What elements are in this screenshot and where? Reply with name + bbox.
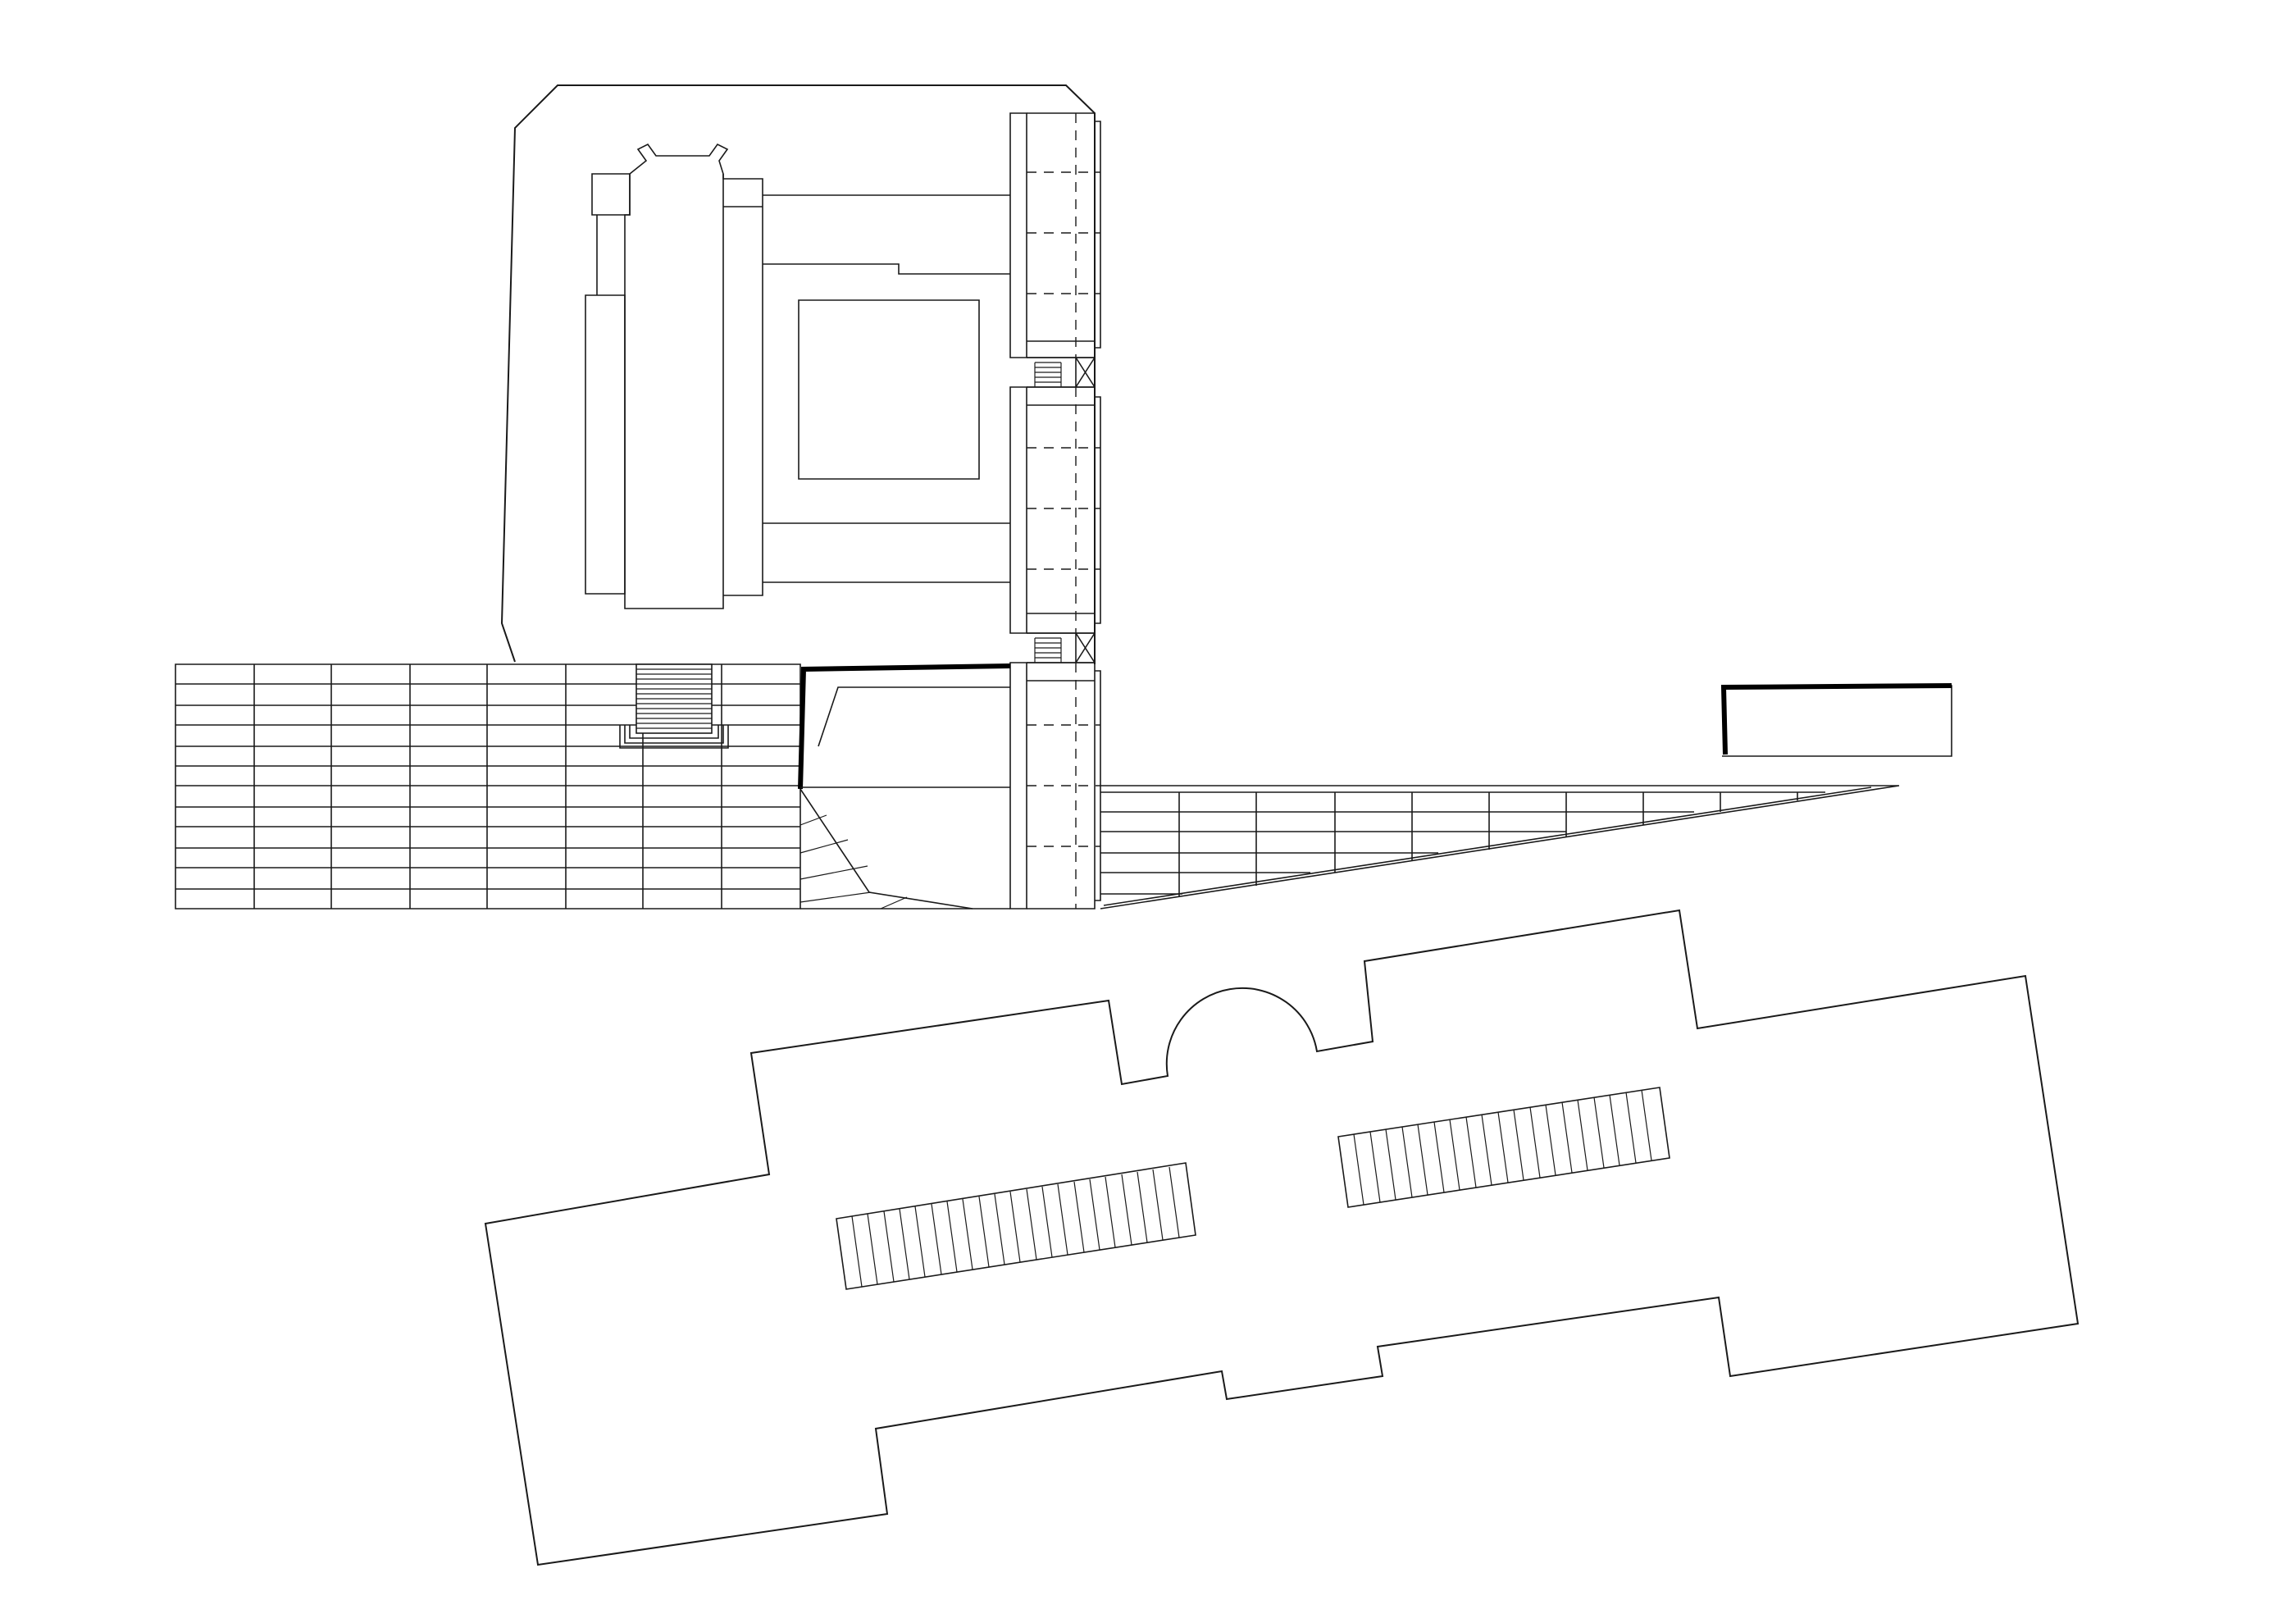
east-terrace — [1100, 785, 1900, 910]
ramp-lines — [800, 814, 908, 910]
south-building — [484, 909, 2080, 1566]
stair-treads-lower — [1034, 637, 1062, 663]
east-wing — [1009, 112, 1101, 910]
entrance-wedge — [798, 663, 1011, 910]
south-stair-right — [1337, 1087, 1670, 1208]
inner-block — [585, 143, 763, 609]
west-terrace-grid — [175, 663, 801, 910]
detached-block — [1720, 683, 1952, 757]
courtyard — [763, 194, 1010, 583]
entrance-stair — [619, 663, 729, 749]
south-stair-left — [836, 1162, 1196, 1290]
stair-treads-upper — [1034, 362, 1062, 387]
